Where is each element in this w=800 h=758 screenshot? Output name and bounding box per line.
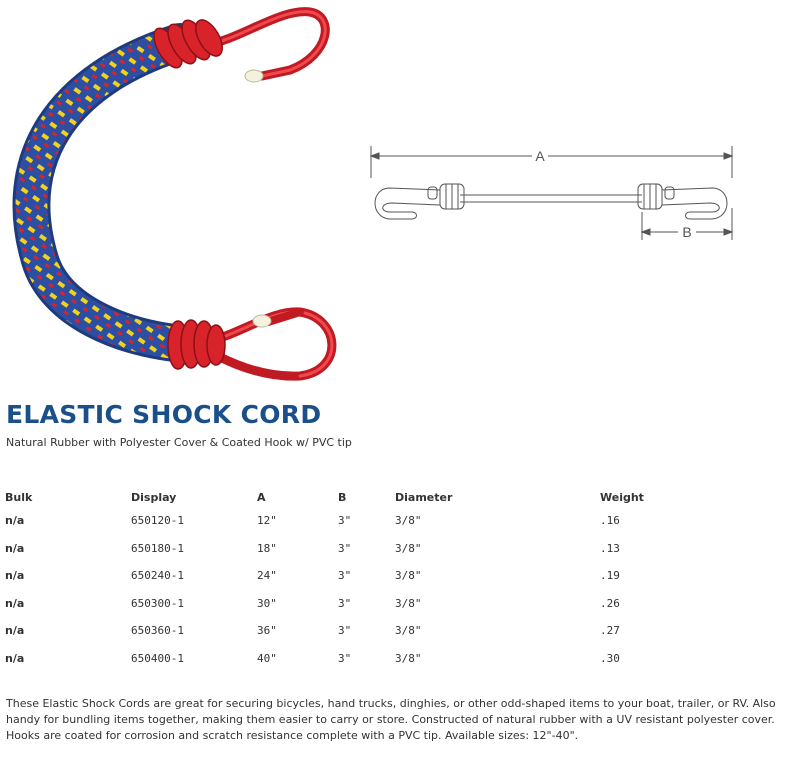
cell-display: 650240-1: [131, 569, 184, 583]
bottom-hook: [167, 307, 337, 381]
cell-diameter: 3/8": [395, 569, 422, 583]
cell-a: 24": [257, 569, 277, 583]
cell-display: 650400-1: [131, 651, 184, 665]
dimension-label-b: B: [682, 224, 691, 240]
cell-display: 650360-1: [131, 624, 184, 638]
table-row: n/a 650120-1 12" 3" 3/8" .16: [5, 507, 680, 535]
dimension-diagram: A B: [369, 146, 734, 240]
cell-a: 18": [257, 541, 277, 555]
cell-a: 30": [257, 596, 277, 610]
cell-b: 3": [338, 624, 352, 638]
product-description: These Elastic Shock Cords are great for …: [6, 697, 776, 742]
cell-display: 650300-1: [131, 596, 184, 610]
cell-b: 3": [338, 651, 352, 665]
header-b: B: [338, 490, 347, 504]
cell-b: 3": [338, 596, 352, 610]
cell-diameter: 3/8": [395, 651, 422, 665]
cell-b: 3": [338, 569, 352, 583]
shock-cord-photo: [12, 7, 337, 381]
cell-bulk: n/a: [5, 514, 25, 528]
cell-weight: .27: [600, 624, 620, 638]
table-row: n/a 650240-1 24" 3" 3/8" .19: [5, 562, 680, 590]
dimension-label-a: A: [535, 148, 545, 164]
header-display: Display: [131, 490, 177, 504]
header-diameter: Diameter: [395, 490, 453, 504]
table-row: n/a 650300-1 30" 3" 3/8" .26: [5, 590, 680, 618]
cell-weight: .13: [600, 541, 620, 555]
header-weight: Weight: [600, 490, 644, 504]
header-a: A: [257, 490, 266, 504]
cell-weight: .19: [600, 569, 620, 583]
product-subtitle: Natural Rubber with Polyester Cover & Co…: [6, 436, 352, 449]
header-bulk: Bulk: [5, 490, 33, 504]
cell-a: 12": [257, 514, 277, 528]
product-title: ELASTIC SHOCK CORD: [6, 400, 322, 429]
cell-weight: .30: [600, 651, 620, 665]
top-hook: [153, 7, 330, 83]
cell-bulk: n/a: [5, 596, 25, 610]
cell-diameter: 3/8": [395, 624, 422, 638]
spec-table: Bulk Display A B Diameter Weight n/a 650…: [5, 487, 680, 672]
cell-diameter: 3/8": [395, 541, 422, 555]
cell-bulk: n/a: [5, 624, 25, 638]
cell-b: 3": [338, 514, 352, 528]
cell-bulk: n/a: [5, 651, 25, 665]
cell-diameter: 3/8": [395, 514, 422, 528]
cell-display: 650120-1: [131, 514, 184, 528]
cell-bulk: n/a: [5, 569, 25, 583]
cell-bulk: n/a: [5, 541, 25, 555]
cell-a: 40": [257, 651, 277, 665]
table-row: n/a 650400-1 40" 3" 3/8" .30: [5, 645, 680, 673]
table-row: n/a 650180-1 18" 3" 3/8" .13: [5, 535, 680, 563]
cell-diameter: 3/8": [395, 596, 422, 610]
cell-weight: .16: [600, 514, 620, 528]
cell-display: 650180-1: [131, 541, 184, 555]
table-header-row: Bulk Display A B Diameter Weight: [5, 487, 680, 507]
cell-b: 3": [338, 541, 352, 555]
cell-a: 36": [257, 624, 277, 638]
table-row: n/a 650360-1 36" 3" 3/8" .27: [5, 617, 680, 645]
cell-weight: .26: [600, 596, 620, 610]
